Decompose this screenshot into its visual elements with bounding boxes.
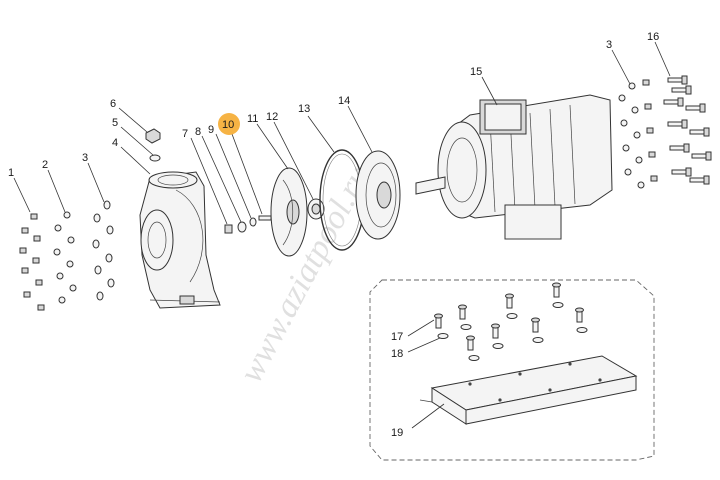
washer-group-3-left	[92, 200, 115, 301]
callout-14: 14	[338, 95, 350, 107]
callout-9: 9	[208, 124, 214, 136]
callout-10-highlight	[218, 113, 240, 135]
washer-8	[237, 221, 247, 233]
callout-17: 17	[391, 331, 403, 343]
callout-18: 18	[391, 348, 403, 360]
callout-1: 1	[8, 167, 14, 179]
impeller	[270, 167, 308, 257]
washer-group-2	[53, 211, 77, 304]
callout-labels: 1 2 3 4 5 6 7 8 9 10 11 12 13 14 15 3 16…	[8, 31, 659, 439]
callout-15: 15	[470, 66, 482, 78]
pump-casing	[139, 171, 221, 309]
callout-16: 16	[647, 31, 659, 43]
washer-9	[249, 217, 257, 227]
washer-group-3-right	[618, 82, 645, 189]
callout-4: 4	[112, 137, 118, 149]
callout-8: 8	[195, 126, 201, 138]
callout-12: 12	[266, 111, 278, 123]
callout-3-left: 3	[82, 152, 88, 164]
nut-group-right	[642, 79, 658, 182]
plug-6	[145, 128, 161, 144]
nut-7	[224, 224, 233, 234]
callout-3-right: 3	[606, 39, 612, 51]
bolt-group-16	[663, 75, 712, 185]
callout-19: 19	[391, 427, 403, 439]
bolt-group-17	[434, 282, 584, 351]
key-10	[258, 215, 272, 221]
nut-group-1	[19, 213, 45, 311]
callout-11: 11	[247, 113, 258, 125]
motor	[415, 94, 613, 240]
callout-6: 6	[110, 98, 116, 110]
washer-group-18	[437, 302, 588, 361]
callout-7: 7	[182, 128, 188, 140]
callout-13: 13	[298, 103, 310, 115]
base-plate	[419, 355, 638, 425]
seal-housing	[355, 150, 401, 240]
washer-5	[149, 154, 161, 162]
base-plate-inset	[369, 279, 655, 461]
callout-2: 2	[42, 159, 48, 171]
callout-5: 5	[112, 117, 118, 129]
leader-lines	[13, 41, 671, 429]
callout-10: 10	[222, 119, 234, 131]
